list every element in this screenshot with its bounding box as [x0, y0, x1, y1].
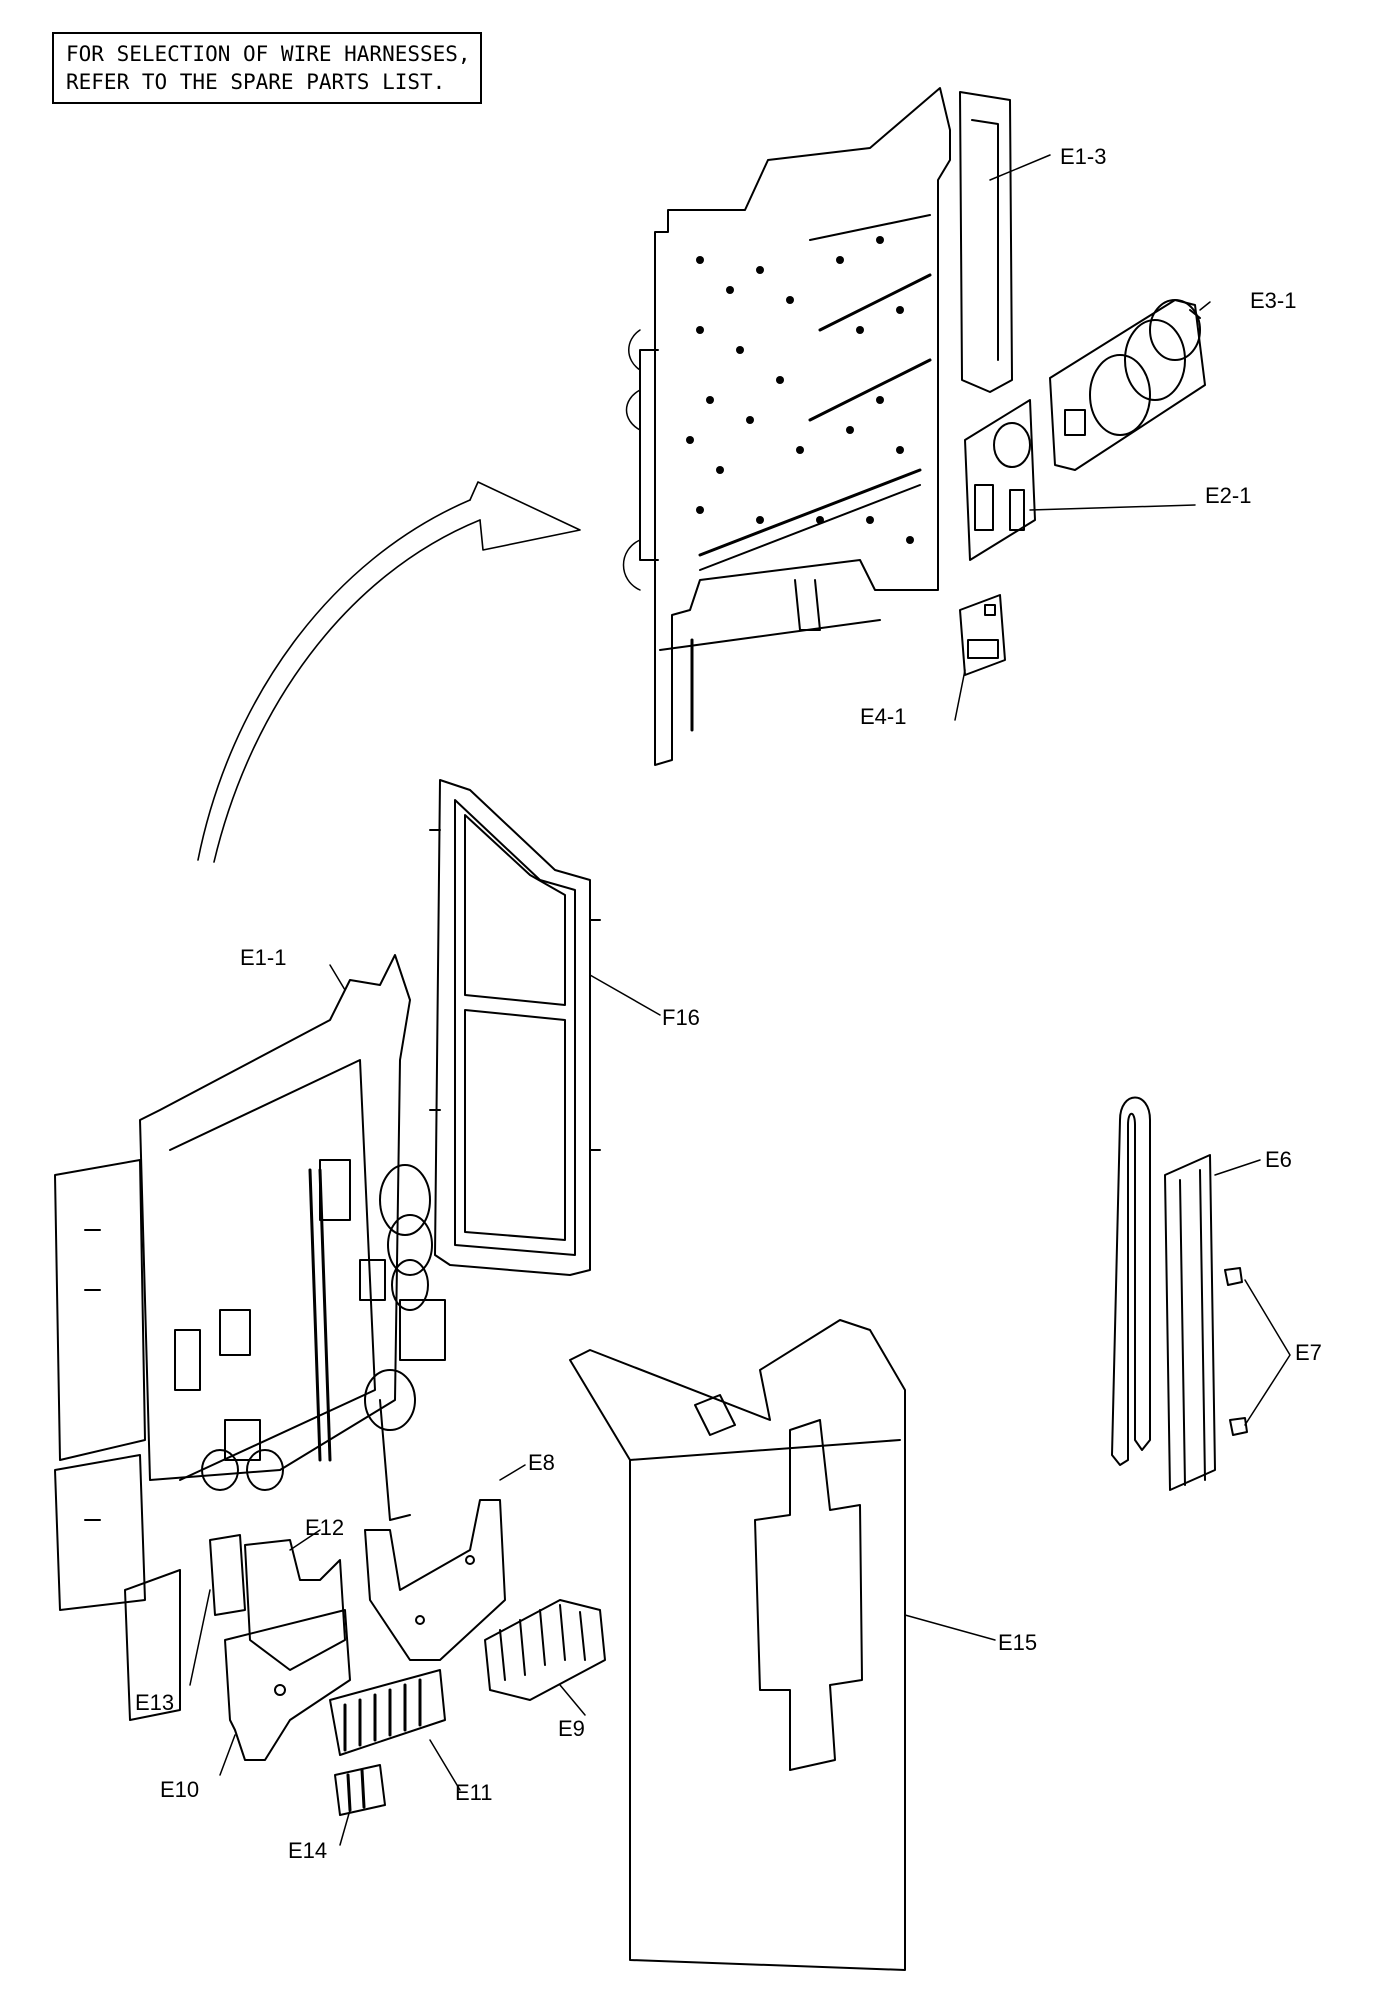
- capacitor-board-e3-1: [1049, 299, 1206, 471]
- callout-e12: E12: [305, 1515, 345, 1540]
- note-line-1: FOR SELECTION OF WIRE HARNESSES,: [66, 42, 471, 66]
- transition-arrow: [197, 481, 581, 863]
- filter-block-e9: [484, 1599, 606, 1701]
- callout-e14: E14: [288, 1838, 328, 1863]
- leader-lines: [189, 154, 1291, 1846]
- control-box-e1-1: [54, 954, 446, 1721]
- callout-e8: E8: [528, 1450, 555, 1475]
- callout-e9: E9: [558, 1716, 585, 1741]
- bracket-e8: [364, 1499, 506, 1661]
- bracket-e12-e13: [209, 1534, 346, 1671]
- terminal-block-e11: [329, 1669, 446, 1756]
- wire-harness-note: FOR SELECTION OF WIRE HARNESSES, REFER T…: [52, 32, 482, 104]
- callout-e11: E11: [455, 1780, 493, 1805]
- board-e4-1: [959, 594, 1006, 676]
- callout-e1-1: E1-1: [240, 945, 287, 970]
- note-line-2: REFER TO THE SPARE PARTS LIST.: [66, 70, 446, 94]
- main-plate-upper: [622, 87, 1013, 766]
- callout-e1-3: E1-3: [1060, 144, 1107, 169]
- callout-e6: E6: [1265, 1147, 1292, 1172]
- terminal-block-e14: [334, 1764, 386, 1816]
- callout-e4-1: E4-1: [860, 704, 907, 729]
- gasket-frame-f16: [429, 779, 601, 1276]
- callout-e2-1: E2-1: [1205, 483, 1252, 508]
- callout-e13: E13: [135, 1690, 175, 1715]
- callout-e15: E15: [998, 1630, 1038, 1655]
- rail-e6: [1111, 1096, 1216, 1491]
- callout-f16: F16: [662, 1005, 700, 1030]
- callout-e7: E7: [1295, 1340, 1322, 1365]
- bracket-e10: [224, 1609, 351, 1761]
- board-e2-1: [964, 399, 1036, 561]
- screws-e7: [1224, 1267, 1248, 1436]
- callout-e10: E10: [160, 1777, 200, 1802]
- cover-e15: [569, 1319, 906, 1971]
- callout-e3-1: E3-1: [1250, 288, 1297, 313]
